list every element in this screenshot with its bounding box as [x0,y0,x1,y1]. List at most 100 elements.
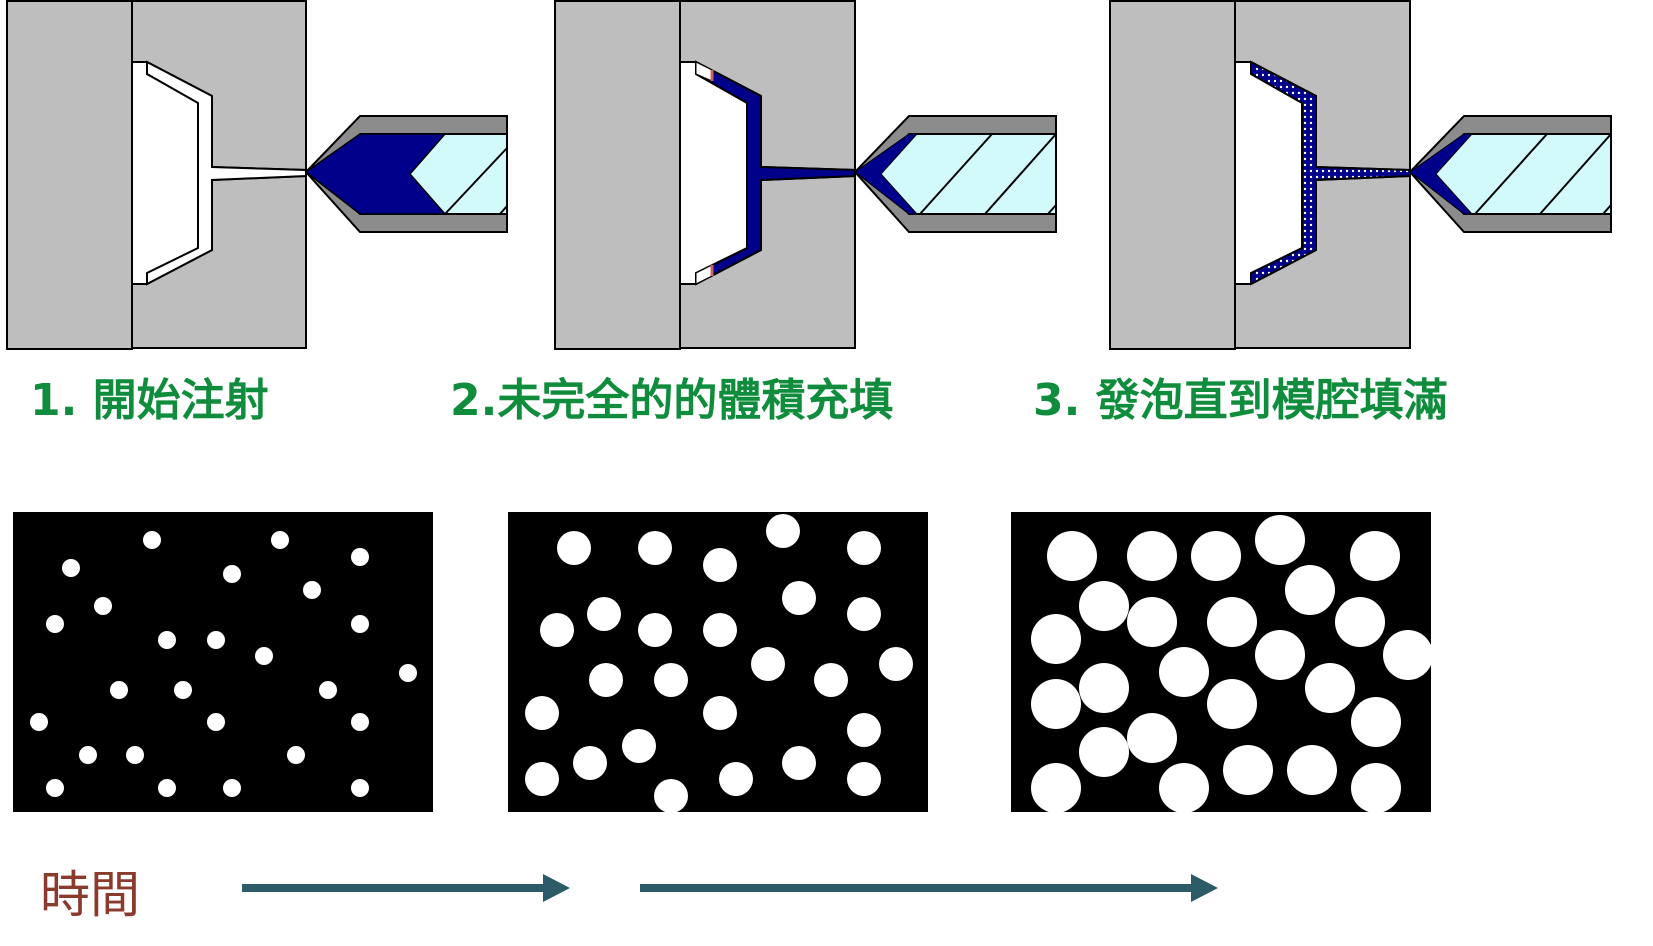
mold-left-half [554,0,681,350]
foam-cell [1127,531,1177,581]
foam-cell [174,681,192,699]
foam-cell [1255,630,1305,680]
foam-cell [62,559,80,577]
screw-flight [919,133,993,215]
foam-cell [207,631,225,649]
foam-cell [1207,597,1257,647]
foam-cell [1285,565,1335,615]
foam-cell [1255,515,1305,565]
screw-flight [1602,204,1612,215]
foam-cell [223,779,241,797]
foam-cell [1350,531,1400,581]
foam-cell [1031,614,1081,664]
time-arrow-1 [242,874,570,902]
foam-cell [1047,531,1097,581]
mold-panel-1 [6,0,508,350]
mold-panel-2 [554,0,1057,350]
foam-cell [1335,597,1385,647]
foam-cell [1159,763,1209,813]
foam-cell [525,696,559,730]
foam-cell [319,681,337,699]
foam-cell [782,746,816,780]
foam-cell [1207,679,1257,729]
foam-cell [654,663,688,697]
time-label: 時間 [40,866,140,924]
foam-cell [1351,763,1401,813]
foam-cell [654,779,688,813]
foam-cell [110,681,128,699]
foam-cell [351,779,369,797]
foam-cell [1223,745,1273,795]
foam-cell [1127,597,1177,647]
foam-cell [782,581,816,615]
foam-cell [158,631,176,649]
foam-cell [1191,531,1241,581]
screw-flight [1539,133,1612,215]
foam-cell [751,647,785,681]
foam-cell [847,762,881,796]
melt-shot [304,133,447,215]
foam-cell [879,647,913,681]
foam-cell [847,713,881,747]
foam-cell [1079,581,1129,631]
foam-cell [223,565,241,583]
foam-cell [46,615,64,633]
foam-cell [1079,663,1129,713]
screw-flight [1474,133,1548,215]
foam-cell [589,663,623,697]
foam-cell [847,531,881,565]
foam-cell [557,531,591,565]
foam-cell [1351,697,1401,747]
foam-cell [638,531,672,565]
foam-cell [703,548,737,582]
foam-cell [540,613,574,647]
step-label-2: 2.未完全的的體積充填 [450,375,893,426]
foam-cell [1127,713,1177,763]
foam-cell [703,696,737,730]
filled-cavity [695,60,856,286]
foam-cell [622,729,656,763]
empty-cavity [146,60,307,286]
foam-cell [30,713,48,731]
foam-cell [573,746,607,780]
foam-cell [399,664,417,682]
foam-cell [766,514,800,548]
foam-cell [143,531,161,549]
foam-cell [255,647,273,665]
screw-flight [499,205,508,215]
foam-cell [351,713,369,731]
screw-flight [1047,204,1057,215]
screw-flight [984,133,1057,215]
foam-cell [287,746,305,764]
foam-cell [847,597,881,631]
cell-panel-1 [13,512,433,812]
foam-cell [1031,679,1081,729]
melt-residue [854,133,919,215]
step-label-3: 3. 發泡直到模腔填滿 [1033,375,1448,426]
foam-cell [719,762,753,796]
screw-flight [444,147,508,215]
foam-cell [351,615,369,633]
foam-cell [79,746,97,764]
foam-cell [303,581,321,599]
foam-cell [271,531,289,549]
foamed-cavity [1250,60,1411,286]
foam-cell [94,597,112,615]
foam-cell [703,613,737,647]
foam-cell [158,779,176,797]
foam-cell [587,597,621,631]
foam-cell [814,663,848,697]
foam-cell [1287,745,1337,795]
foam-cell [1079,727,1129,777]
foam-cell [1159,647,1209,697]
foam-cell [207,713,225,731]
mold-left-half [1109,0,1236,350]
foam-cell [1305,663,1355,713]
step-label-1: 1. 開始注射 [30,375,269,426]
melt-residue [1409,133,1474,215]
cell-panel-2 [508,512,928,813]
foam-cell [126,746,144,764]
cell-panel-3 [1011,512,1433,813]
foam-cell [1031,763,1081,813]
